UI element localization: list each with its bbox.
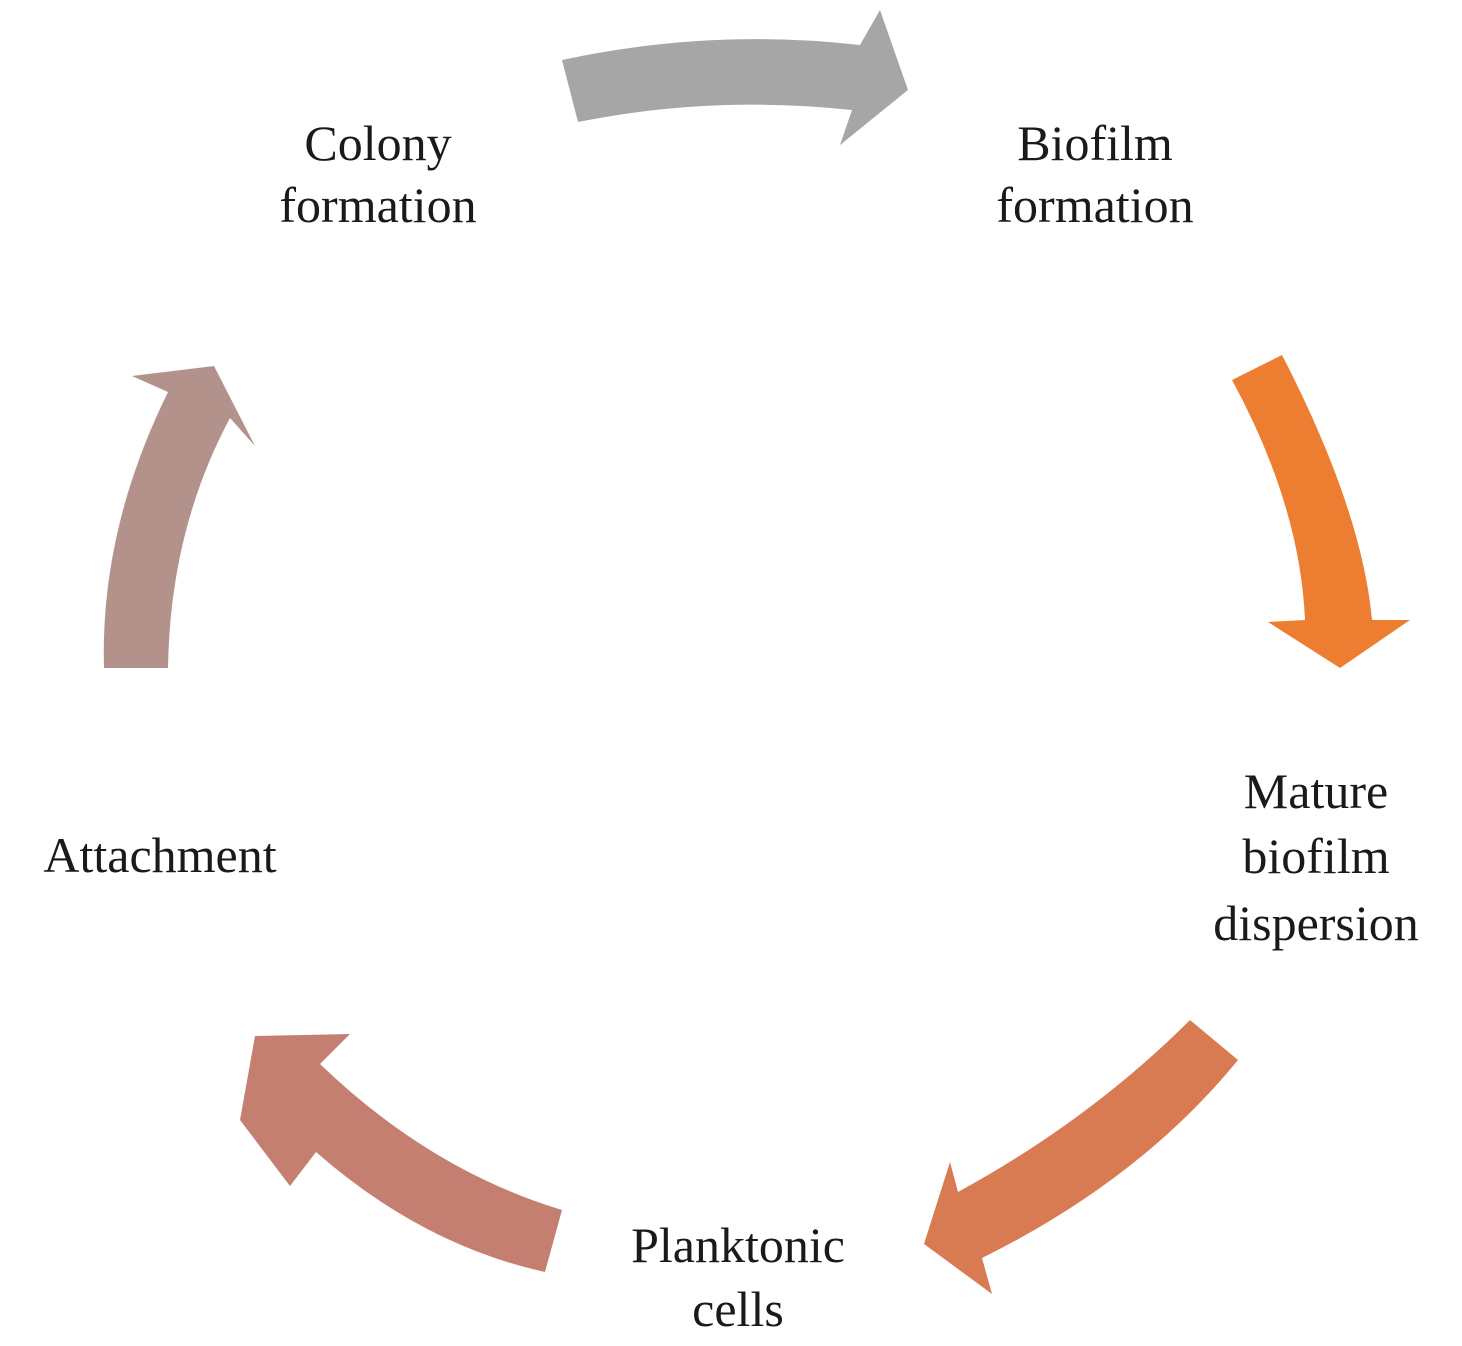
- stage-label-line: cells: [692, 1281, 784, 1337]
- arrow-mature-to-planktonic: [924, 1020, 1238, 1294]
- arrow-attachment-to-colony: [103, 366, 256, 668]
- stage-label-line: Mature: [1244, 763, 1388, 819]
- stage-label-line: formation: [996, 177, 1193, 233]
- arrow-colony-to-biofilm: [562, 10, 908, 145]
- stage-biofilm-formation: Biofilm formation: [996, 115, 1193, 233]
- stage-label-line: Colony: [304, 115, 451, 171]
- stage-mature-biofilm-dispersion: Mature biofilm dispersion: [1213, 763, 1419, 951]
- stage-attachment: Attachment: [43, 827, 276, 883]
- stage-label-line: Planktonic: [631, 1217, 845, 1273]
- stage-label-line: Biofilm: [1017, 115, 1173, 171]
- arrow-biofilm-to-mature: [1232, 355, 1410, 668]
- stage-label-line: biofilm: [1242, 828, 1389, 884]
- stage-planktonic-cells: Planktonic cells: [631, 1217, 845, 1337]
- stage-colony-formation: Colony formation: [279, 115, 476, 233]
- stage-label-line: dispersion: [1213, 895, 1419, 951]
- cycle-arrows: [103, 10, 1410, 1294]
- stage-label-line: Attachment: [43, 827, 276, 883]
- arrow-planktonic-to-attachment: [240, 1034, 562, 1272]
- stage-label-line: formation: [279, 177, 476, 233]
